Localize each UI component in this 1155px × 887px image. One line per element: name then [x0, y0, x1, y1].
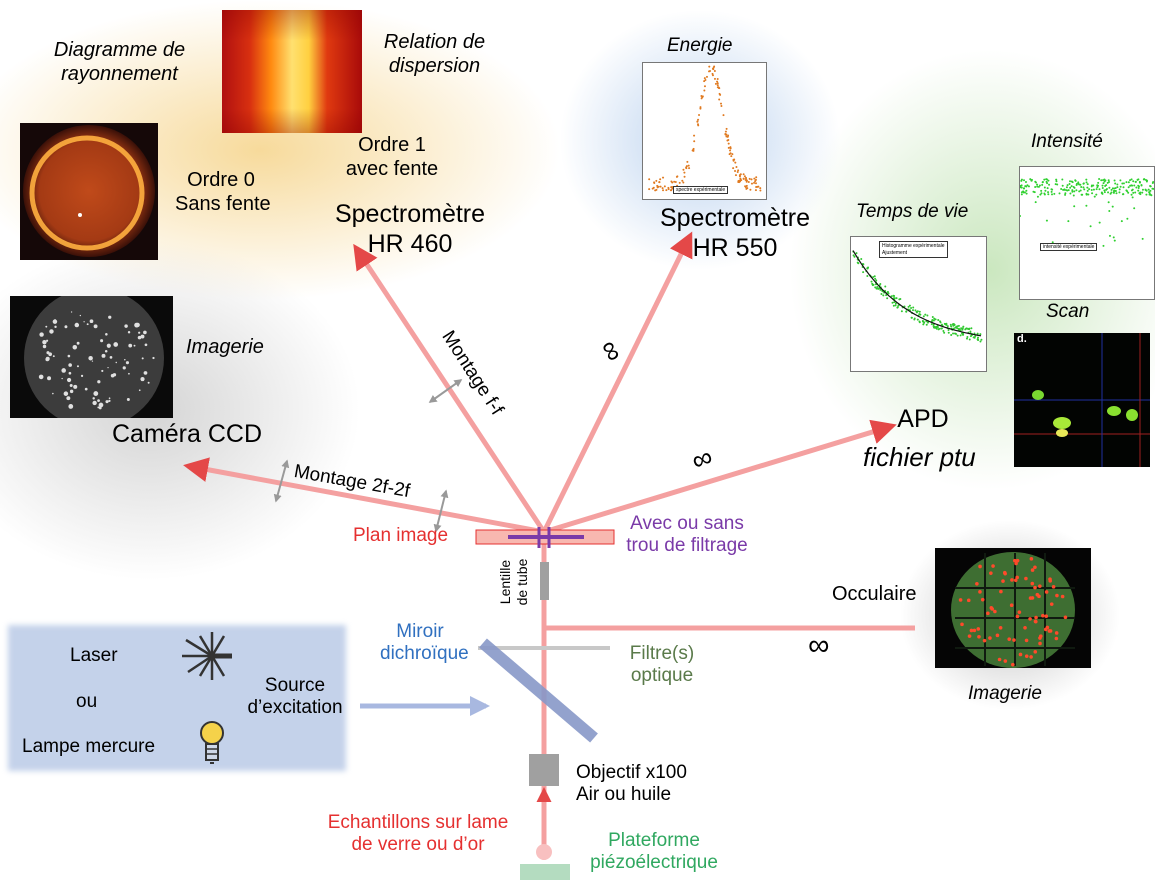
sample-dot: [536, 844, 552, 860]
source-box: [8, 625, 346, 771]
energy-title: Energie: [667, 35, 733, 56]
ptu-label: fichier ptu: [863, 442, 976, 472]
hr460-label: Spectromètre HR 460: [334, 200, 486, 258]
scan-tag: d.: [1017, 333, 1027, 345]
lentille-label: Lentille de tube: [497, 558, 530, 606]
tube-lens: [540, 562, 549, 600]
energy-spectrum-plot: spectre expérimentale: [642, 62, 767, 200]
lifetime-legend-2: Ajustement: [882, 249, 908, 256]
lens-arrow-ff: [428, 379, 463, 403]
diagram-label: Diagramme de rayonnement: [53, 39, 186, 85]
lens-arrow-2f-left: [273, 459, 290, 503]
objectif-label: Objectif x100 Air ou huile: [576, 762, 687, 806]
occulaire-imagerie-label: Imagerie: [968, 683, 1042, 704]
intensity-legend: intensité expérimentale: [1040, 243, 1098, 251]
lamp-icon: [200, 721, 224, 764]
scan-image: d.: [1014, 333, 1150, 467]
lampe-label: Lampe mercure: [22, 736, 156, 757]
occulaire-image: [935, 548, 1091, 668]
camera-ccd-label: Caméra CCD: [112, 420, 263, 448]
lifetime-legend-1: Histogramme expérimentale: [882, 243, 945, 249]
laser-label: Laser: [70, 645, 118, 666]
intensity-trace-plot: intensité expérimentale: [1019, 166, 1155, 300]
dichroic-mirror: [479, 638, 598, 743]
hr550-label: Spectromètre HR 550: [659, 204, 811, 262]
miroir-label: Miroir dichroïque: [380, 621, 469, 665]
echantillons-label: Echantillons sur lame de verre ou d’or: [327, 812, 509, 856]
beam-to-ccd: [183, 457, 545, 535]
plateforme-label: Plateforme piézoélectrique: [590, 830, 718, 874]
lens-arrow-2f-right: [433, 489, 449, 533]
beam-to-apd: [543, 419, 897, 535]
objective: [529, 754, 559, 786]
beam-to-hr550: [541, 231, 693, 534]
lifetime-legend: Histogramme expérimentale Ajustement: [879, 241, 948, 258]
infinity-occulaire: ∞: [808, 629, 830, 662]
scan-title: Scan: [1046, 301, 1090, 322]
apd-label: APD: [897, 405, 949, 433]
ou-label: ou: [76, 691, 98, 712]
filtres-label: Filtre(s) optique: [629, 643, 695, 687]
occulaire-label: Occulaire: [832, 583, 917, 605]
plan-image-label: Plan image: [353, 525, 449, 546]
intensity-title: Intensité: [1031, 131, 1103, 152]
dispersion-label: Relation de dispersion: [383, 31, 486, 77]
piezo-stage: [520, 864, 570, 880]
ccd-image: [10, 296, 173, 418]
energy-legend: spectre expérimentale: [673, 186, 729, 194]
excitation-label: Source d’excitation: [247, 675, 343, 719]
lifetime-title: Temps de vie: [856, 201, 969, 222]
radiation-pattern-image: [20, 123, 158, 260]
dispersion-image: [222, 10, 362, 133]
ordre0-label: Ordre 0 Sans fente: [175, 169, 271, 215]
ordre1-label: Ordre 1 avec fente: [345, 134, 439, 180]
filtrage-label: Avec ou sans trou de filtrage: [626, 513, 748, 557]
laser-icon: [182, 632, 232, 680]
lifetime-plot: Histogramme expérimentale Ajustement: [850, 236, 987, 372]
ccd-imagerie-label: Imagerie: [186, 336, 264, 358]
